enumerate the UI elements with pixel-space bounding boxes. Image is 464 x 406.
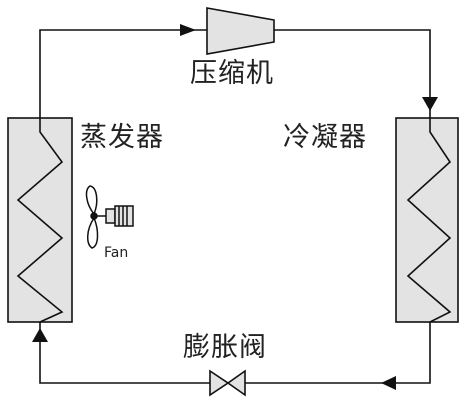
flow-arrows [32,24,438,390]
pipe-top [39,29,207,120]
refrigerant-pipe [39,29,431,384]
zigzag-coil-icon [16,118,64,323]
evaporator-label: 蒸发器 [80,122,164,153]
flow-arrow-icon [381,376,396,390]
zigzag-coil-icon [406,118,452,323]
compressor-icon [206,7,275,55]
condenser [395,117,459,323]
pipe-top-right [274,29,431,118]
expansion-valve-icon [209,369,246,397]
flow-arrow-icon [422,97,438,111]
flow-arrow-icon [32,328,48,342]
expansion-valve-label: 膨胀阀 [183,332,267,363]
pipe-bottom-right [245,322,431,384]
flow-arrow-icon [180,24,196,36]
fan-label: Fan [104,245,129,261]
evaporator [7,117,73,323]
compressor-label: 压缩机 [190,58,274,89]
pipe-bottom-left [39,322,210,384]
fan-icon [85,185,134,249]
condenser-label: 冷凝器 [283,122,367,153]
